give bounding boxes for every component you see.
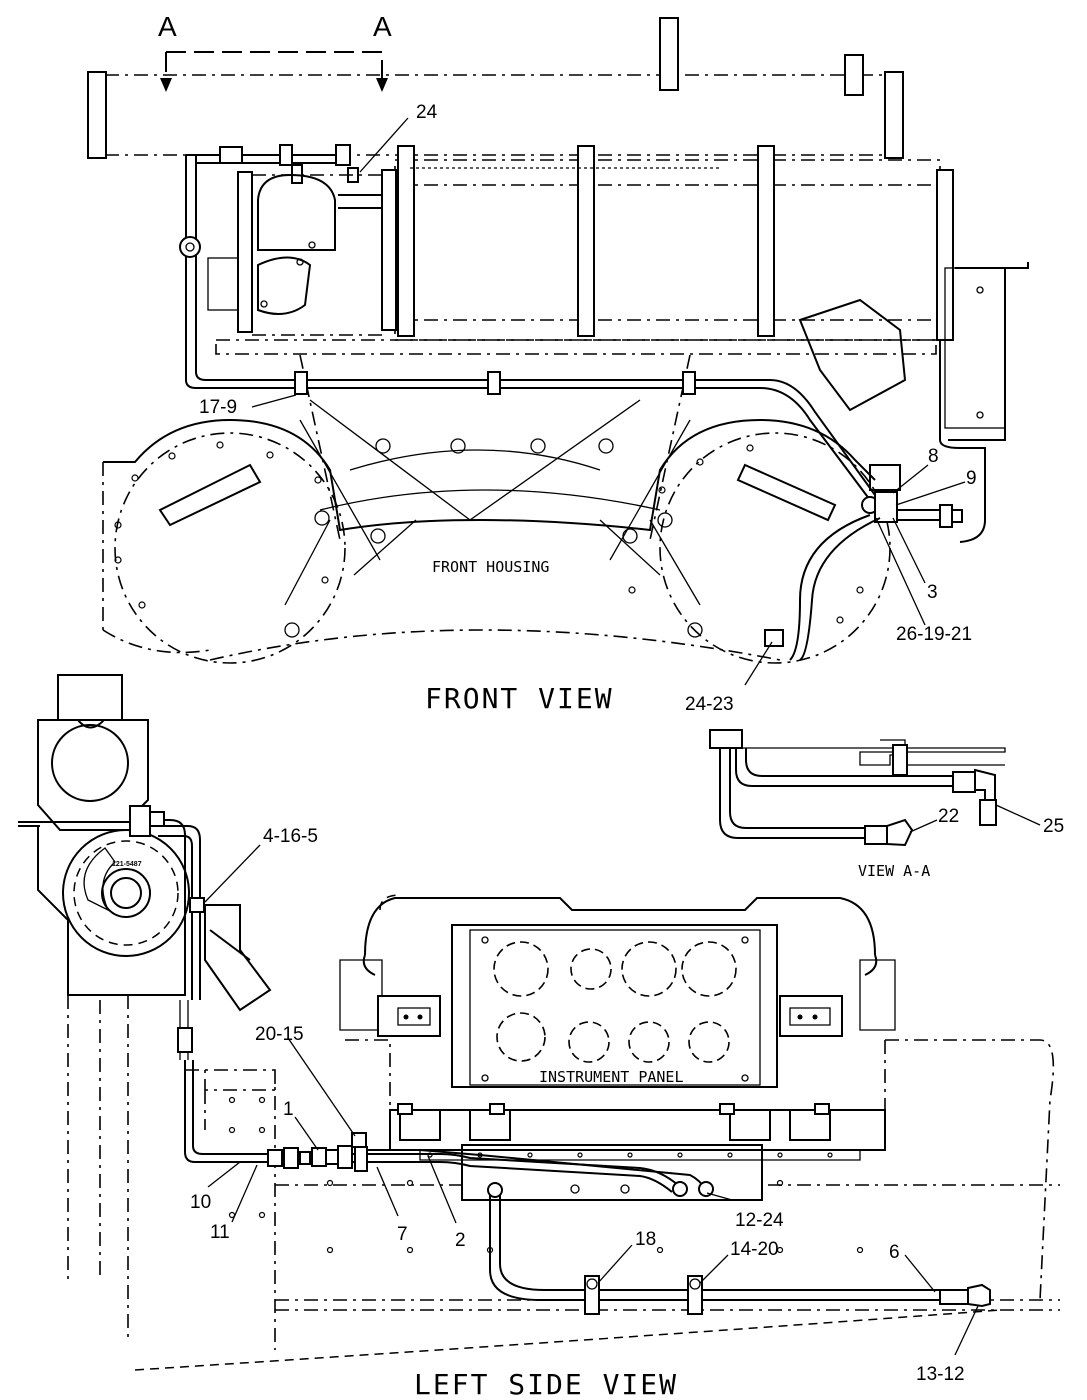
callout-7: 7 xyxy=(397,1224,408,1245)
front-view-callouts: 24 17-9 8 9 3 26-19-21 24-23 xyxy=(199,102,977,715)
left-side-view-callouts: 4-16-5 20-15 1 10 11 7 2 12-24 18 14-20 … xyxy=(190,826,979,1385)
callout-17-9: 17-9 xyxy=(199,397,237,418)
section-mark-right: A xyxy=(373,11,392,42)
callout-13-12: 13-12 xyxy=(916,1364,965,1385)
callout-22: 22 xyxy=(938,806,959,827)
callout-24-top: 24 xyxy=(416,102,438,123)
callout-18: 18 xyxy=(635,1229,656,1250)
callout-3: 3 xyxy=(927,582,938,603)
instrument-panel-label: INSTRUMENT PANEL xyxy=(539,1068,684,1086)
callout-9: 9 xyxy=(966,468,977,489)
view-aa-callouts: 22 25 VIEW A-A xyxy=(858,804,1064,880)
front-view-title: FRONT VIEW xyxy=(425,682,614,715)
callout-11: 11 xyxy=(210,1222,230,1243)
view-aa-title: VIEW A-A xyxy=(858,862,930,880)
callout-24-23: 24-23 xyxy=(685,694,734,715)
callout-10: 10 xyxy=(190,1192,211,1213)
callout-8: 8 xyxy=(928,446,939,467)
callout-14-20: 14-20 xyxy=(730,1239,779,1260)
callout-26-19-21: 26-19-21 xyxy=(896,624,972,645)
left-side-view-drawing: 121-5487 xyxy=(18,674,1060,1400)
left-side-view-title: LEFT SIDE VIEW xyxy=(414,1368,678,1400)
callout-2: 2 xyxy=(455,1230,466,1251)
front-housing-label: FRONT HOUSING xyxy=(432,558,549,576)
front-view-drawing: A A xyxy=(87,11,1029,715)
callout-25: 25 xyxy=(1043,816,1064,837)
callout-12-24: 12-24 xyxy=(735,1210,784,1231)
callout-6: 6 xyxy=(889,1242,900,1263)
section-mark-left: A xyxy=(158,11,177,42)
callout-20-15: 20-15 xyxy=(255,1024,304,1045)
callout-4-16-5: 4-16-5 xyxy=(263,826,318,847)
callout-1: 1 xyxy=(283,1099,294,1120)
view-aa-drawing xyxy=(709,729,1006,847)
part-tag-label: 121-5487 xyxy=(112,861,142,868)
